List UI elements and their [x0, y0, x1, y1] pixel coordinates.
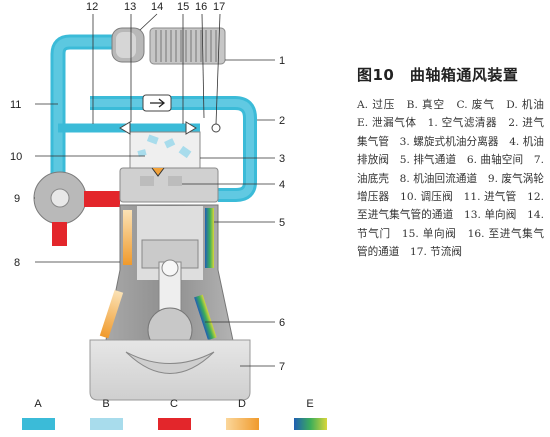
check-valve-15: [185, 121, 197, 135]
callout-17: 17: [213, 1, 225, 13]
figure-caption: A. 过压 B. 真空 C. 废气 D. 机油 E. 泄漏气体 1. 空气滤清器…: [357, 99, 550, 259]
intake-pipe-inner: [53, 37, 118, 175]
callout-14: 14: [151, 1, 163, 13]
callout-7: 7: [279, 361, 285, 373]
legend-swatch-blowby: [294, 418, 327, 430]
oil-drain-valve: [151, 167, 165, 177]
legend-letter-b: B: [102, 398, 110, 410]
valve-left: [140, 176, 154, 186]
callout-16: 16: [195, 1, 207, 13]
callout-9: 9: [14, 193, 20, 205]
legend-swatch-exhaust: [158, 418, 191, 430]
callout-15: 15: [177, 1, 189, 13]
air-filter-pleats: [155, 30, 217, 62]
callout-12: 12: [86, 1, 98, 13]
exhaust-pipe-horizontal: [84, 191, 120, 207]
exhaust-pipe-down: [52, 222, 67, 246]
piston-pin: [161, 259, 179, 277]
callout-13: 13: [124, 1, 136, 13]
legend-letter-e: E: [306, 398, 314, 410]
oil-return-lower: [99, 289, 124, 339]
legend-letter-d: D: [238, 398, 246, 410]
callout-1: 1: [279, 55, 285, 67]
callout-3: 3: [279, 153, 285, 165]
figure-title: 图10 曲轴箱通风装置: [357, 66, 519, 84]
callout-8: 8: [14, 257, 20, 269]
callout-6: 6: [279, 317, 285, 329]
legend-swatch-oil: [226, 418, 259, 430]
blowby-passage-right: [205, 208, 214, 268]
crankcase-ventilation-diagram: 12 13 14 15 16 17 1 2 3 4 5 6 7 8 9 10 1…: [10, 1, 285, 401]
blowby-passage-lower: [194, 294, 217, 341]
callout-10: 10: [10, 151, 22, 163]
legend-letter-c: C: [170, 398, 178, 410]
oil-separator: [129, 131, 201, 169]
leader-lines: [34, 13, 275, 367]
valve-right: [168, 176, 182, 186]
callout-5: 5: [279, 217, 285, 229]
intake-manifold-inner: [90, 99, 254, 199]
separator-blobs: [137, 134, 192, 159]
throttle-valve-17: [211, 123, 221, 133]
regulator-arrow: [150, 98, 166, 108]
throttle-body-highlight: [116, 32, 136, 58]
oil-return-left: [123, 210, 132, 265]
legend-letter-a: A: [34, 398, 42, 410]
callout-2: 2: [279, 115, 285, 127]
crank-counterweight: [125, 351, 215, 374]
turbocharger-hub: [50, 188, 70, 208]
callout-4: 4: [279, 179, 285, 191]
check-valve-13: [119, 121, 131, 135]
legend-swatch-pressure: [22, 418, 55, 430]
legend-swatch-vacuum: [90, 418, 123, 430]
callout-11: 11: [10, 99, 21, 111]
